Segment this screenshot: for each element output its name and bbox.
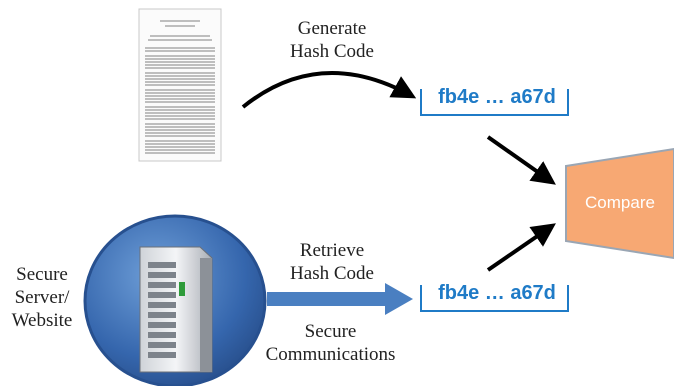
- server-bay: [148, 342, 176, 348]
- secure-server-label: Secure Server/ Website: [0, 263, 84, 332]
- server-bay: [148, 302, 176, 308]
- generate-line-2: Hash Code: [290, 41, 374, 62]
- secure-communications-label: Secure Communications: [248, 320, 413, 366]
- hash-code-top: fb4e … a67d: [438, 86, 556, 108]
- generate-hash-label: Generate Hash Code: [262, 17, 402, 63]
- retrieve-line-1: Retrieve: [299, 240, 365, 261]
- server-bay: [148, 262, 176, 268]
- server-icon: [83, 214, 267, 386]
- generate-arrow: [241, 71, 417, 109]
- server-line-3: Website: [11, 310, 73, 331]
- server-bay: [148, 312, 176, 318]
- server-bay: [148, 352, 176, 358]
- secure-comm-line-1: Secure: [304, 321, 357, 342]
- server-to-hash-arrow: [267, 283, 413, 315]
- server-bay: [148, 282, 176, 288]
- server-bay: [148, 272, 176, 278]
- server-line-2: Server/: [14, 287, 70, 308]
- bottom-to-compare-arrow: [486, 223, 556, 272]
- secure-comm-line-2: Communications: [265, 344, 396, 365]
- hash-top-bracket: [420, 89, 569, 116]
- retrieve-line-2: Hash Code: [290, 263, 374, 284]
- retrieve-hash-label: Retrieve Hash Code: [262, 239, 402, 285]
- hash-bottom-bracket: [420, 285, 569, 312]
- hash-code-bottom: fb4e … a67d: [438, 282, 556, 304]
- server-bay: [148, 332, 176, 338]
- compare-label: Compare: [585, 193, 655, 212]
- server-line-1: Secure: [16, 264, 68, 285]
- server-bay: [148, 292, 176, 298]
- top-to-compare-arrow: [486, 135, 556, 185]
- server-bay: [148, 322, 176, 328]
- generate-line-1: Generate: [297, 18, 367, 39]
- compare-shape: [565, 147, 674, 260]
- document-image: [138, 8, 222, 162]
